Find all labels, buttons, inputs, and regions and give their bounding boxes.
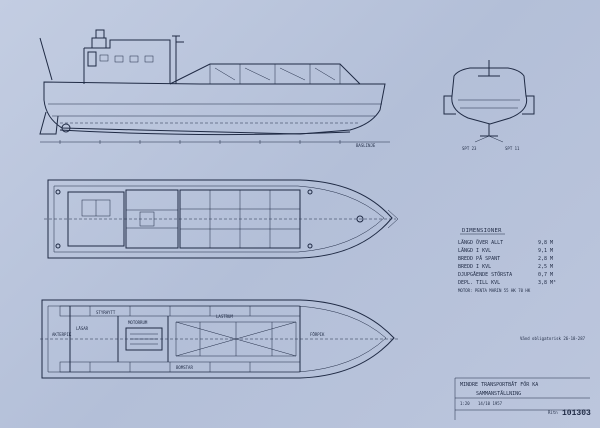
title-date: 14/10 1957 — [478, 401, 503, 406]
baseline-label: BASLINJE — [356, 143, 376, 148]
dim-label-4: DJUPGÅENDE STÖRSTA — [458, 271, 512, 278]
dim-value-3: 2,5 M — [538, 264, 553, 270]
compartment-label-forepeak: FÖRPIK — [310, 332, 325, 337]
section-label-left: SPT 23 — [462, 146, 477, 151]
title-line-1: MINDRE TRANSPORTBÅT FÖR KA — [460, 381, 538, 388]
cross-section-view: SPT 23 SPT 11 — [443, 60, 535, 151]
exhaust-stack — [95, 29, 105, 39]
drawing-number-prefix: Ritn — [548, 410, 558, 415]
drawing-number: 101303 — [562, 409, 591, 418]
dim-label-3: BREDD I KVL — [458, 264, 491, 270]
engine-spec: MOTOR: PENTA MARIN 55 HK 70 HK — [458, 288, 531, 293]
compartment-label-engine: MOTORRUM — [128, 320, 148, 325]
deck-plan-view — [44, 179, 399, 259]
dim-value-0: 9,8 M — [538, 240, 553, 246]
compartment-label-wheelhouse: STYRHYTT — [96, 310, 116, 315]
title-line-2: SAMMANSTÄLLNING — [476, 390, 521, 397]
dim-value-2: 2,8 M — [538, 256, 553, 262]
signature-note: Vänd obligatorisk 26-18-287 — [520, 336, 586, 341]
propeller — [61, 123, 71, 133]
dim-label-0: LÄNGD ÖVER ALLT — [458, 239, 503, 246]
dim-label-1: LÄNGD I KVL — [458, 247, 491, 254]
title-scale: 1:20 — [460, 401, 470, 406]
dim-value-1: 9,1 M — [538, 248, 553, 254]
title-block: MINDRE TRANSPORTBÅT FÖR KA SAMMANSTÄLLNI… — [454, 377, 591, 420]
section-label-right: SPT 11 — [505, 146, 520, 151]
dimensions-title: DIMENSIONER — [462, 228, 502, 234]
dim-value-4: 0,7 M — [538, 272, 553, 278]
arrangement-plan-view: AKTERPIK LÄSAR MOTORRUM LASTRUM FÖRPIK S… — [40, 299, 398, 379]
side-profile-view: BASLINJE — [39, 29, 390, 148]
compartment-label-aftpeak: AKTERPIK — [52, 332, 72, 337]
compartment-label-cargo: LASTRUM — [216, 314, 233, 319]
compartment-label-bench: LÄSAR — [76, 326, 89, 331]
cabin-door — [87, 51, 97, 67]
dim-value-5: 3,8 M³ — [538, 280, 556, 286]
compartment-label-bomstar: BOMSTAR — [176, 365, 193, 370]
engine-block — [125, 327, 163, 351]
flagstaff — [39, 37, 53, 81]
dim-label-2: BREDD PÅ SPANT — [458, 255, 500, 262]
dimensions-table: DIMENSIONER LÄNGD ÖVER ALLT 9,8 M LÄNGD … — [458, 228, 556, 293]
dim-label-5: DEPL. TILL KVL — [458, 280, 500, 286]
